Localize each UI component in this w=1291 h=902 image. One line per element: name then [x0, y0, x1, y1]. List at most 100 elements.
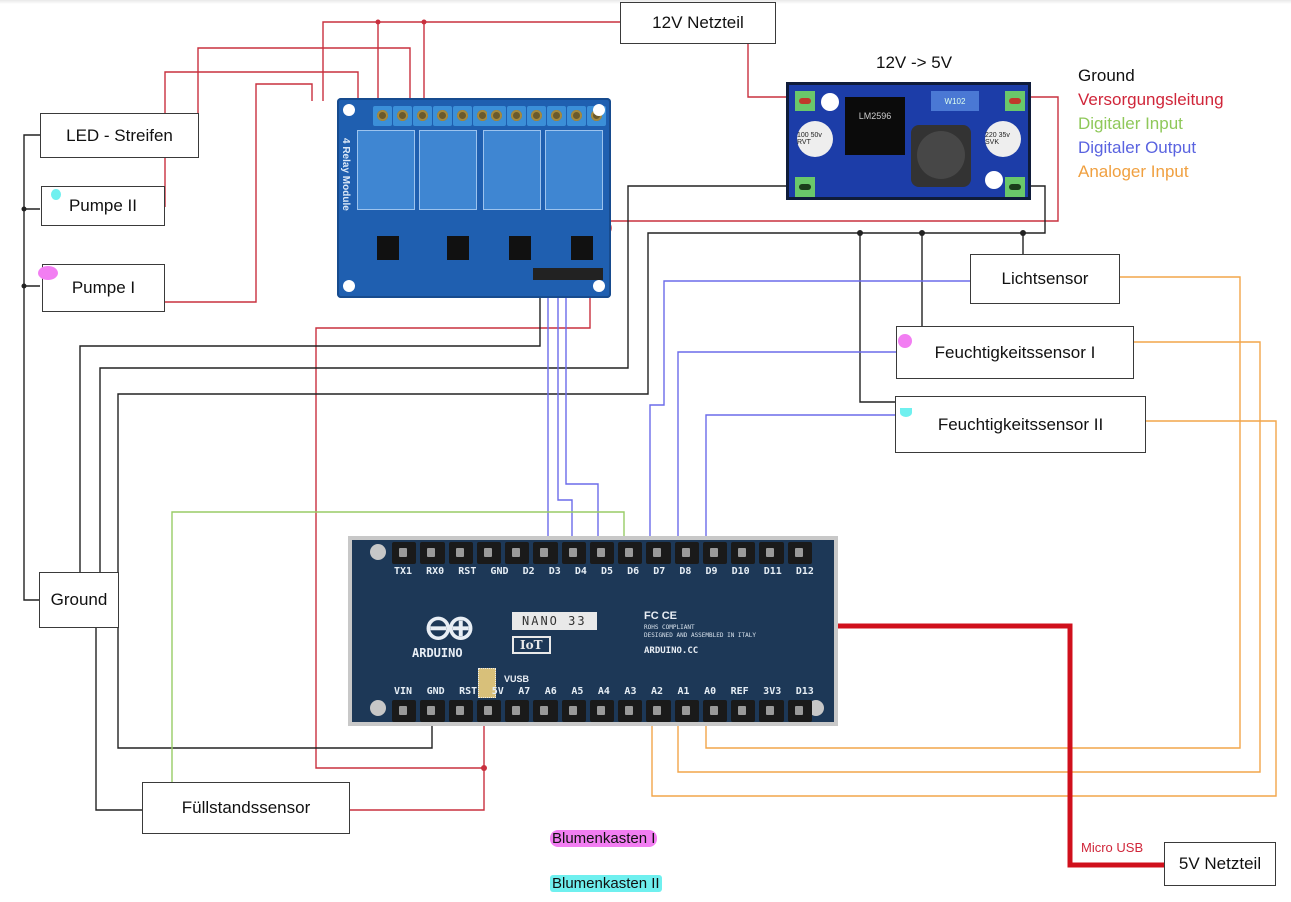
optocoupler [509, 236, 531, 260]
wire-level-5v [350, 722, 485, 811]
vusb-label: VUSB [504, 674, 530, 684]
relay-terminal [433, 106, 452, 126]
legend: Ground Versorgungsleitung Digitaler Inpu… [1078, 64, 1224, 184]
mount-hole [985, 171, 1003, 189]
mount-hole [343, 104, 355, 116]
vout-minus-pad [1005, 177, 1025, 197]
planter-2-marker [51, 189, 61, 200]
optocoupler [377, 236, 399, 260]
relay [419, 130, 477, 210]
netzteil-5v-box: 5V Netzteil [1164, 842, 1276, 886]
planter-1-marker [38, 266, 58, 280]
moisture-sensor-2-box: Feuchtigkeitssensor II [895, 396, 1146, 453]
bottom-pin-labels: VIN GND RST 5V A7 A6 A5 A4 A3 A2 A1 A0 R… [394, 686, 814, 697]
bottom-header [392, 700, 812, 722]
output-capacitor: 220 35v SVK [985, 121, 1021, 157]
mount-hole [593, 104, 605, 116]
level-sensor-box: Füllstandssensor [142, 782, 350, 834]
junction-dot [421, 19, 427, 25]
wire-moist2-d9 [705, 414, 896, 560]
arduino-infinity-logo: ⊖⊕ [424, 609, 475, 647]
wire-light-a [705, 276, 1241, 749]
ground-box: Ground [39, 572, 119, 628]
wire-gnd-buck-in [99, 185, 800, 572]
planter-1-marker [898, 334, 912, 348]
lm2596-ic: LM2596 [845, 97, 905, 155]
pump-1-box: Pumpe I [42, 264, 165, 312]
relay [545, 130, 603, 210]
buck-converter: LM2596 100 50v RVT 220 35v SVK W102 [786, 82, 1031, 200]
potentiometer: W102 [931, 91, 979, 111]
mount-hole [593, 280, 605, 292]
micro-usb-label: Micro USB [1081, 840, 1144, 855]
wire-moist1-d8 [677, 351, 896, 560]
relay-terminal [373, 106, 392, 126]
junction-dot [857, 230, 863, 236]
netzteil-12v-box: 12V Netzteil [620, 2, 776, 44]
wire-light-d7 [649, 280, 970, 560]
vin-plus-pad [795, 91, 815, 111]
wire-gnd-relay [79, 290, 541, 572]
junction-dot [481, 765, 487, 771]
fc-ce-mark: FC CE [644, 610, 677, 622]
light-sensor-box: Lichtsensor [970, 254, 1120, 304]
nano-label: NANO 33 [512, 612, 597, 630]
relay-terminal [413, 106, 432, 126]
legend-item-digital-input: Digitaler Input [1078, 114, 1183, 133]
wire-gnd-left-bus [23, 134, 40, 601]
wire-d4 [557, 290, 573, 560]
legend-item-digital-output: Digitaler Output [1078, 138, 1197, 157]
wire-pump1-relay [165, 83, 313, 303]
junction-dot [1020, 230, 1026, 236]
mount-hole [370, 700, 386, 716]
legend-item-analog-input: Analoger Input [1078, 162, 1189, 181]
wire-gnd-sensors [859, 233, 1024, 403]
planter-tag-2: Blumenkasten II [550, 875, 662, 892]
mount-hole [808, 700, 824, 716]
wire-d5 [565, 290, 599, 560]
wire-gnd-level [95, 628, 142, 811]
relay [483, 130, 541, 210]
input-capacitor: 100 50v RVT [797, 121, 833, 157]
relay-terminal [453, 106, 472, 126]
mount-hole [370, 544, 386, 560]
relay-module-label: 4 Relay Module [340, 138, 351, 211]
relay-input-pins [533, 268, 603, 280]
top-pin-labels: TX1 RX0 RST GND D2 D3 D4 D5 D6 D7 D8 D9 … [394, 566, 814, 577]
converter-title: 12V -> 5V [876, 53, 953, 72]
optocoupler [571, 236, 593, 260]
wire-gnd-buck-out [117, 185, 1046, 572]
relay-terminal [527, 106, 546, 126]
iot-label: IoT [512, 636, 551, 654]
relay-module: 4 Relay Module [337, 98, 611, 298]
junction-dot [21, 206, 27, 212]
wire-led-relay [197, 47, 411, 143]
arduino-brand: ARDUINO [412, 646, 463, 660]
top-header [392, 542, 812, 564]
legend-item-ground: Ground [1078, 66, 1135, 85]
arduino-website: ARDUINO.CC [644, 646, 699, 656]
wire-gnd-arduino [117, 628, 433, 749]
optocoupler [447, 236, 469, 260]
legend-item-supply: Versorgungsleitung [1078, 90, 1224, 109]
junction-dot [21, 283, 27, 289]
led-strip-box: LED - Streifen [40, 113, 199, 158]
relay-terminal [567, 106, 586, 126]
relay-terminal [393, 106, 412, 126]
vin-minus-pad [795, 177, 815, 197]
pump-2-box: Pumpe II [41, 186, 165, 226]
mount-hole [821, 93, 839, 111]
moisture-sensor-1-box: Feuchtigkeitssensor I [896, 326, 1134, 379]
inductor [911, 125, 971, 187]
wire-micro-usb [838, 623, 1164, 868]
relay [357, 130, 415, 210]
vusb-jumper [478, 668, 496, 698]
vout-plus-pad [1005, 91, 1025, 111]
planter-2-marker [900, 408, 912, 417]
arduino-nano-33-iot: TX1 RX0 RST GND D2 D3 D4 D5 D6 D7 D8 D9 … [348, 536, 838, 726]
relay-terminal [507, 106, 526, 126]
wire-buck-vout-relay [606, 96, 1059, 222]
relay-terminal [547, 106, 566, 126]
